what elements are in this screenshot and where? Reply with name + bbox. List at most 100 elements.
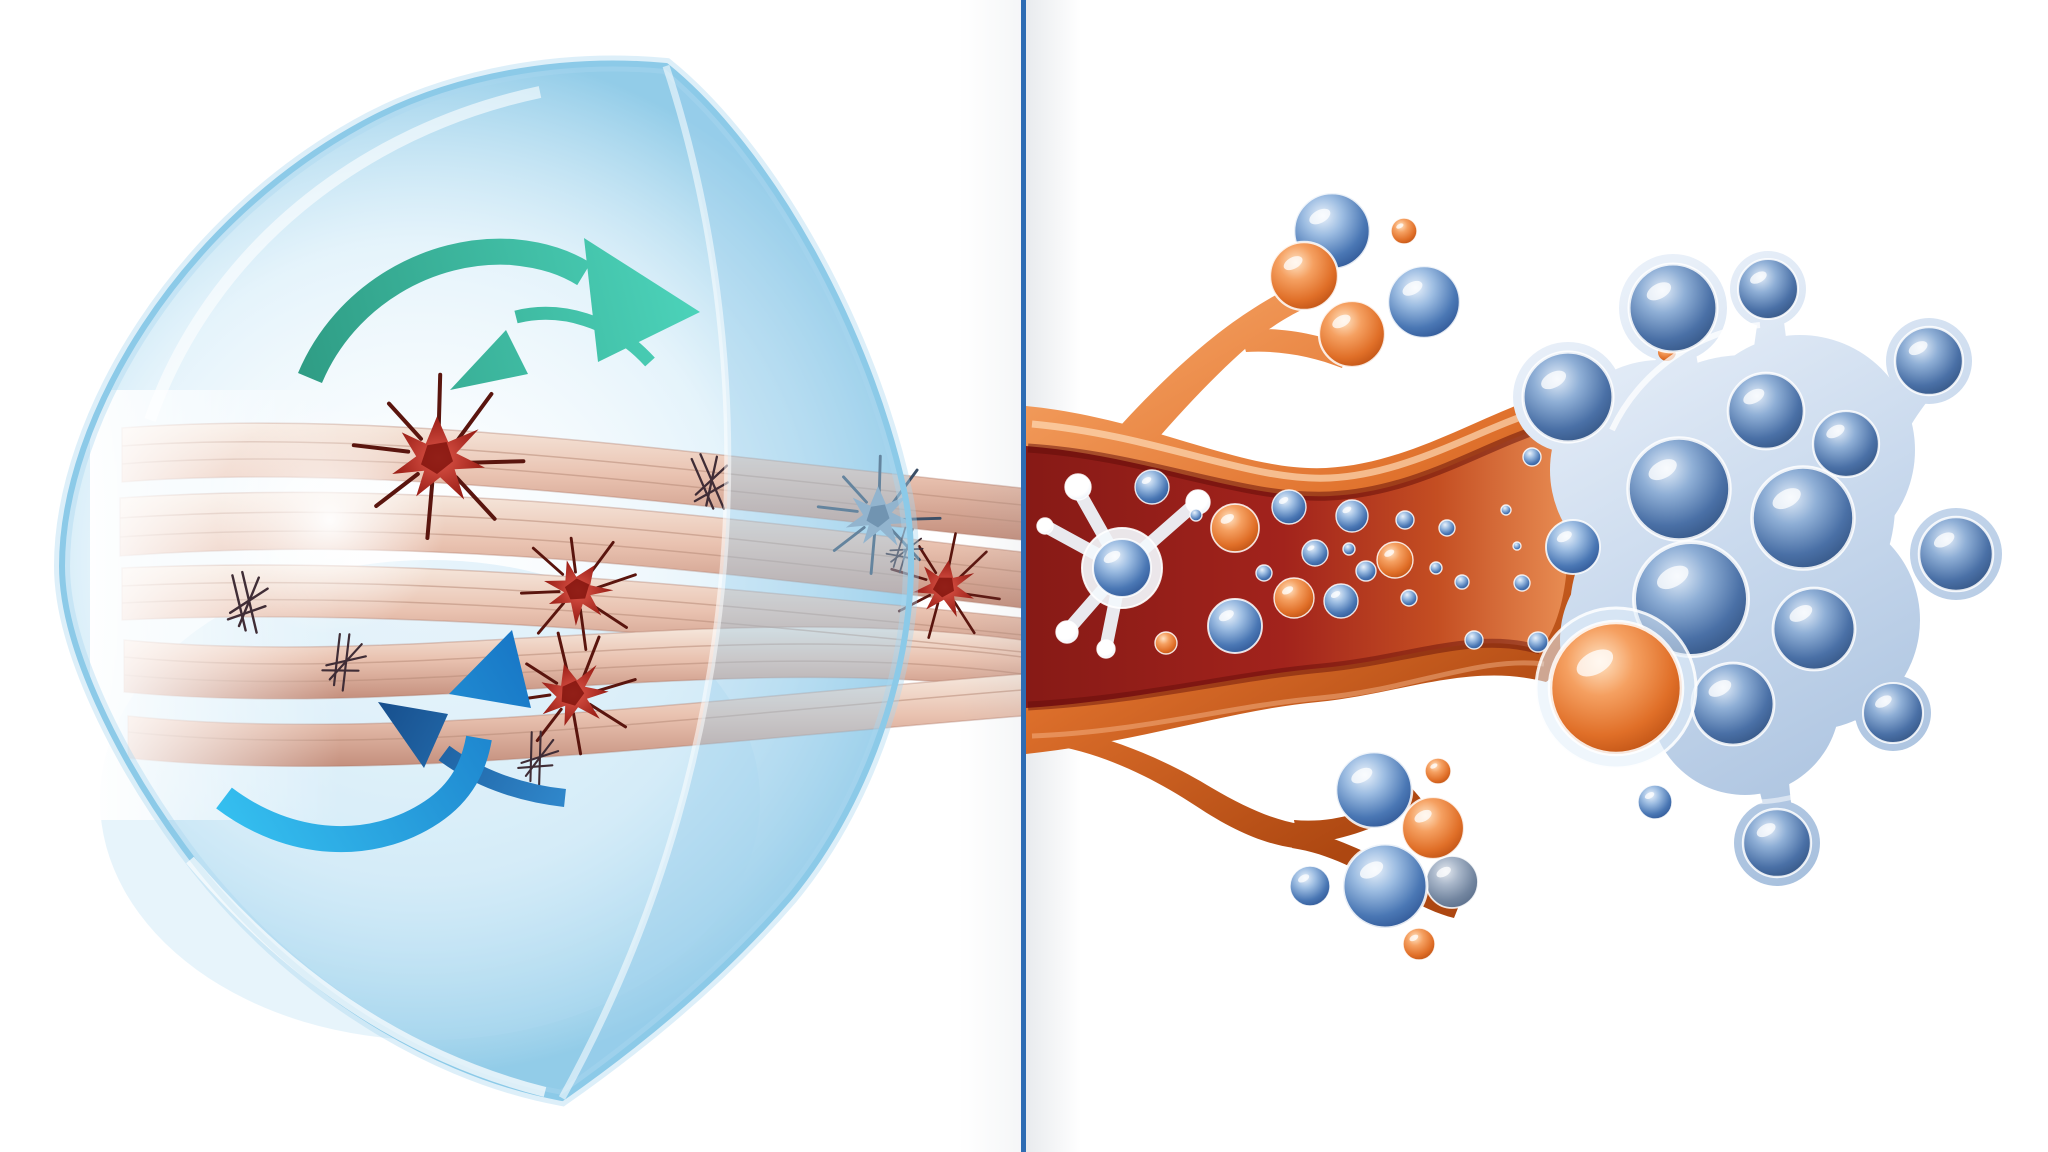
bottom-branch-sphere-cluster bbox=[1289, 750, 1479, 961]
sphere-blue bbox=[1386, 264, 1462, 340]
sphere-gloss bbox=[1875, 695, 1892, 708]
sphere-gloss bbox=[1351, 767, 1373, 784]
vessel-branch-bottom bbox=[1046, 726, 1300, 848]
teal-arrow-arc bbox=[298, 238, 591, 384]
sphere-cell bbox=[1627, 262, 1719, 354]
sphere-gloss bbox=[1070, 479, 1078, 485]
sphere-blue bbox=[1527, 631, 1549, 653]
sphere-blue bbox=[1513, 574, 1531, 592]
sphere-gloss bbox=[1541, 370, 1567, 390]
light-blue-arrow-arc bbox=[216, 735, 492, 853]
sphere-glassknob bbox=[1096, 639, 1116, 659]
lens-top-highlight bbox=[144, 86, 542, 423]
sphere-gloss bbox=[1908, 341, 1928, 356]
lens-bottom-glow bbox=[186, 856, 547, 1097]
sphere-blue bbox=[1512, 541, 1522, 551]
sphere-blue bbox=[1464, 630, 1484, 650]
lens-facet bbox=[562, 66, 912, 1098]
floating-sphere-layer bbox=[1513, 447, 1673, 820]
top-branch-sphere-cluster bbox=[1268, 191, 1462, 369]
sphere-orange bbox=[1400, 795, 1466, 861]
sphere-blue bbox=[1341, 842, 1429, 930]
light-blue-arrowhead bbox=[449, 630, 531, 708]
sphere-blue bbox=[1637, 784, 1673, 820]
sphere-blue bbox=[1454, 574, 1470, 590]
sphere-gloss bbox=[1190, 494, 1198, 500]
sphere-cell bbox=[1690, 661, 1776, 747]
sphere-gloss bbox=[1307, 545, 1315, 551]
sphere-gloss bbox=[1283, 256, 1303, 271]
lens-crease-highlight bbox=[558, 64, 732, 1100]
sphere-gloss bbox=[1298, 874, 1310, 883]
lens-flare bbox=[215, 405, 445, 635]
sphere-orange bbox=[1402, 927, 1436, 961]
sphere-gloss bbox=[1309, 208, 1331, 225]
sphere-blue bbox=[1342, 542, 1356, 556]
sphere-gloss bbox=[1402, 280, 1423, 296]
sphere-orange bbox=[1154, 631, 1178, 655]
sphere-cell bbox=[1917, 515, 1995, 593]
sphere-gloss bbox=[1756, 823, 1776, 838]
sphere-gloss bbox=[1789, 604, 1813, 622]
sphere-blue bbox=[1395, 510, 1415, 530]
sphere-cell bbox=[1861, 681, 1925, 745]
cell-rim-highlights bbox=[1609, 322, 1801, 805]
recovery-arrow-teal bbox=[298, 238, 700, 390]
sphere-gloss bbox=[1772, 488, 1801, 510]
sphere-orange bbox=[1268, 240, 1340, 312]
right-panel-vessel-and-cell bbox=[1026, 191, 2002, 961]
sphere-cell bbox=[1811, 409, 1881, 479]
vessel-edge-shading bbox=[1027, 406, 1545, 739]
sphere-blue bbox=[1289, 865, 1331, 907]
sphere-gloss bbox=[1282, 586, 1294, 595]
sphere-blue bbox=[1355, 560, 1377, 582]
sphere-gloss bbox=[1750, 271, 1767, 284]
sphere-gloss bbox=[1414, 809, 1432, 823]
sphere-gloss bbox=[1436, 866, 1451, 878]
sphere-orange bbox=[1210, 503, 1260, 553]
sphere-gloss bbox=[1708, 679, 1732, 697]
sphere-gloss bbox=[1644, 792, 1655, 800]
sphere-gloss bbox=[1576, 649, 1614, 677]
sphere-cell bbox=[1741, 807, 1813, 879]
molecule-knobs bbox=[1036, 473, 1211, 659]
teal-small-arrow-arc bbox=[514, 306, 655, 367]
sphere-gloss bbox=[1656, 565, 1689, 590]
molecule-core bbox=[1092, 538, 1152, 598]
sphere-gloss bbox=[1430, 763, 1438, 769]
sphere-gloss bbox=[1384, 549, 1395, 557]
sphere-gloss bbox=[1141, 477, 1152, 485]
sphere-blue bbox=[1189, 508, 1203, 522]
sphere-glassknob bbox=[1036, 517, 1054, 535]
lens-rim bbox=[53, 55, 920, 1107]
sphere-gloss bbox=[1743, 388, 1765, 405]
sphere-cell bbox=[1626, 436, 1732, 542]
sphere-blue bbox=[1500, 504, 1512, 516]
sphere-blue bbox=[1207, 598, 1263, 654]
sphere-gloss bbox=[1218, 610, 1234, 622]
sphere-gloss bbox=[1342, 506, 1352, 514]
sphere-glassknob bbox=[1055, 620, 1079, 644]
teal-small-arrowhead bbox=[450, 330, 528, 390]
panel-divider-line bbox=[1021, 0, 1026, 1152]
sphere-blue bbox=[1271, 489, 1307, 525]
sphere-gloss bbox=[1330, 591, 1341, 599]
sphere-cell bbox=[1736, 257, 1800, 321]
sphere-blue bbox=[1301, 539, 1329, 567]
cell-orange-sphere bbox=[1534, 606, 1698, 770]
sphere-blue bbox=[1522, 447, 1542, 467]
vessel-sphere-layer bbox=[1134, 469, 1522, 655]
sphere-blue bbox=[1400, 589, 1418, 607]
sphere-cell bbox=[1750, 465, 1856, 571]
recovery-arrow-blue bbox=[216, 630, 566, 853]
sphere-blue bbox=[1334, 750, 1414, 830]
sphere-muted bbox=[1425, 855, 1479, 909]
sphere-gloss bbox=[1648, 459, 1677, 481]
sphere-blue bbox=[1335, 499, 1369, 533]
nutrient-molecule bbox=[1036, 473, 1211, 659]
sphere-gloss bbox=[1278, 497, 1289, 505]
sphere-gloss bbox=[1220, 513, 1234, 524]
left-panel-protective-lens bbox=[53, 55, 1023, 1107]
